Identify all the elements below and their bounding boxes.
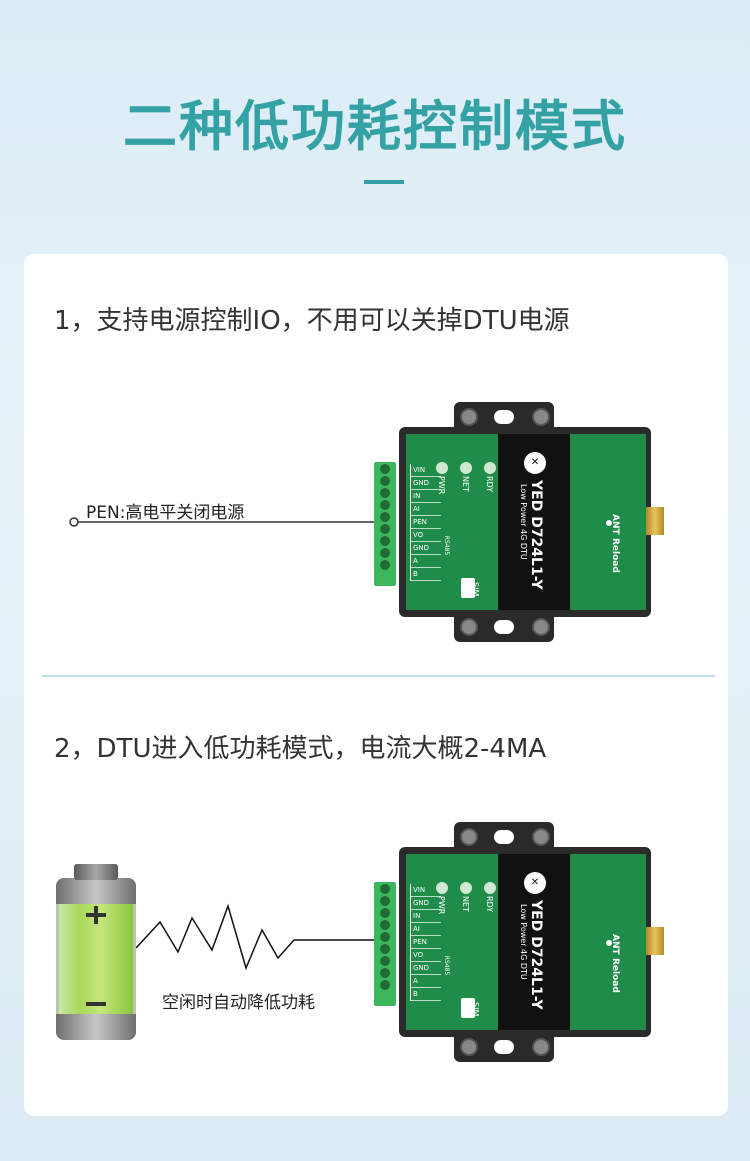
dtu-device-2: VIN GND IN AI PEN VO GND A B RS485 PWR N… <box>374 822 664 1062</box>
led-label-rdy: RDY <box>485 476 494 493</box>
battery-body <box>56 878 136 1040</box>
mount-hole <box>494 1040 514 1054</box>
title-underline <box>364 180 404 184</box>
led-label-rdy: RDY <box>485 896 494 913</box>
led-net <box>460 882 472 894</box>
screw <box>532 828 550 846</box>
page-title: 二种低功耗控制模式 <box>123 95 627 158</box>
led-pwr <box>436 882 448 894</box>
pin-label: A <box>411 975 441 988</box>
sim-label: SIM <box>471 1002 480 1017</box>
idle-label: 空闲时自动降低功耗 <box>162 993 315 1013</box>
screw <box>532 1038 550 1056</box>
minus-sign <box>86 1002 106 1006</box>
pin-label: AI <box>411 503 441 516</box>
terminal-block <box>374 882 396 1006</box>
pin-label: VIN <box>411 464 441 477</box>
rs485-label: RS485 <box>443 535 451 556</box>
led-rdy <box>484 462 496 474</box>
section-divider <box>42 675 715 677</box>
device-model: YED D724L1-Y <box>528 480 544 590</box>
mount-ear-bottom <box>454 1032 554 1062</box>
led-label-pwr: PWR <box>437 476 446 495</box>
pin-label: GND <box>411 897 441 910</box>
pin-label: VIN <box>411 884 441 897</box>
terminal-block <box>374 462 396 586</box>
pen-label: PEN:高电平关闭电源 <box>86 503 245 523</box>
screw <box>460 408 478 426</box>
reload-label: Reload <box>610 958 620 993</box>
dtu-device-1: VIN GND IN AI PEN VO GND A B RS485 PWR N… <box>374 402 664 642</box>
plus-sign <box>86 913 106 917</box>
led-pwr <box>436 462 448 474</box>
section1-text: 1，支持电源控制IO，不用可以关掉DTU电源 <box>54 306 570 336</box>
antenna-connector-icon <box>646 927 664 955</box>
device-subtitle: Low Power 4G DTU <box>519 484 528 560</box>
screw <box>460 618 478 636</box>
pin-label: GND <box>411 542 441 555</box>
battery-bottom <box>56 1014 136 1040</box>
sim-icon <box>461 998 475 1018</box>
led-rdy <box>484 882 496 894</box>
zigzag-line <box>135 903 378 971</box>
brand-logo-icon: ✕ <box>524 452 546 474</box>
pin-label: IN <box>411 910 441 923</box>
device-subtitle: Low Power 4G DTU <box>519 904 528 980</box>
led-label-pwr: PWR <box>437 896 446 915</box>
pin-label: PEN <box>411 516 441 529</box>
reload-button-icon <box>606 520 612 526</box>
battery-cap <box>74 864 118 880</box>
mount-hole <box>494 620 514 634</box>
pin-label: B <box>411 988 441 1001</box>
mount-hole <box>494 410 514 424</box>
pin-label: GND <box>411 962 441 975</box>
battery-icon <box>56 864 136 1040</box>
pen-endpoint <box>69 517 79 527</box>
reload-label: Reload <box>610 538 620 573</box>
brand-logo-icon: ✕ <box>524 872 546 894</box>
led-net <box>460 462 472 474</box>
pin-table: VIN GND IN AI PEN VO GND A B <box>410 464 441 581</box>
antenna-connector-icon <box>646 507 664 535</box>
reload-button-icon <box>606 940 612 946</box>
pin-table: VIN GND IN AI PEN VO GND A B <box>410 884 441 1001</box>
pin-label: PEN <box>411 936 441 949</box>
led-label-net: NET <box>461 896 470 912</box>
pin-label: IN <box>411 490 441 503</box>
pin-label: VO <box>411 529 441 542</box>
battery-top-rim <box>56 878 136 904</box>
sim-icon <box>461 578 475 598</box>
screw <box>460 828 478 846</box>
pin-label: AI <box>411 923 441 936</box>
pin-label: GND <box>411 477 441 490</box>
screw <box>460 1038 478 1056</box>
sim-label: SIM <box>471 582 480 597</box>
pin-label: VO <box>411 949 441 962</box>
rs485-label: RS485 <box>443 955 451 976</box>
mount-ear-bottom <box>454 612 554 642</box>
mount-hole <box>494 830 514 844</box>
screw <box>532 618 550 636</box>
pin-label: B <box>411 568 441 581</box>
pin-label: A <box>411 555 441 568</box>
section2-text: 2，DTU进入低功耗模式，电流大概2-4MA <box>54 734 547 764</box>
screw <box>532 408 550 426</box>
led-label-net: NET <box>461 476 470 492</box>
device-model: YED D724L1-Y <box>528 900 544 1010</box>
